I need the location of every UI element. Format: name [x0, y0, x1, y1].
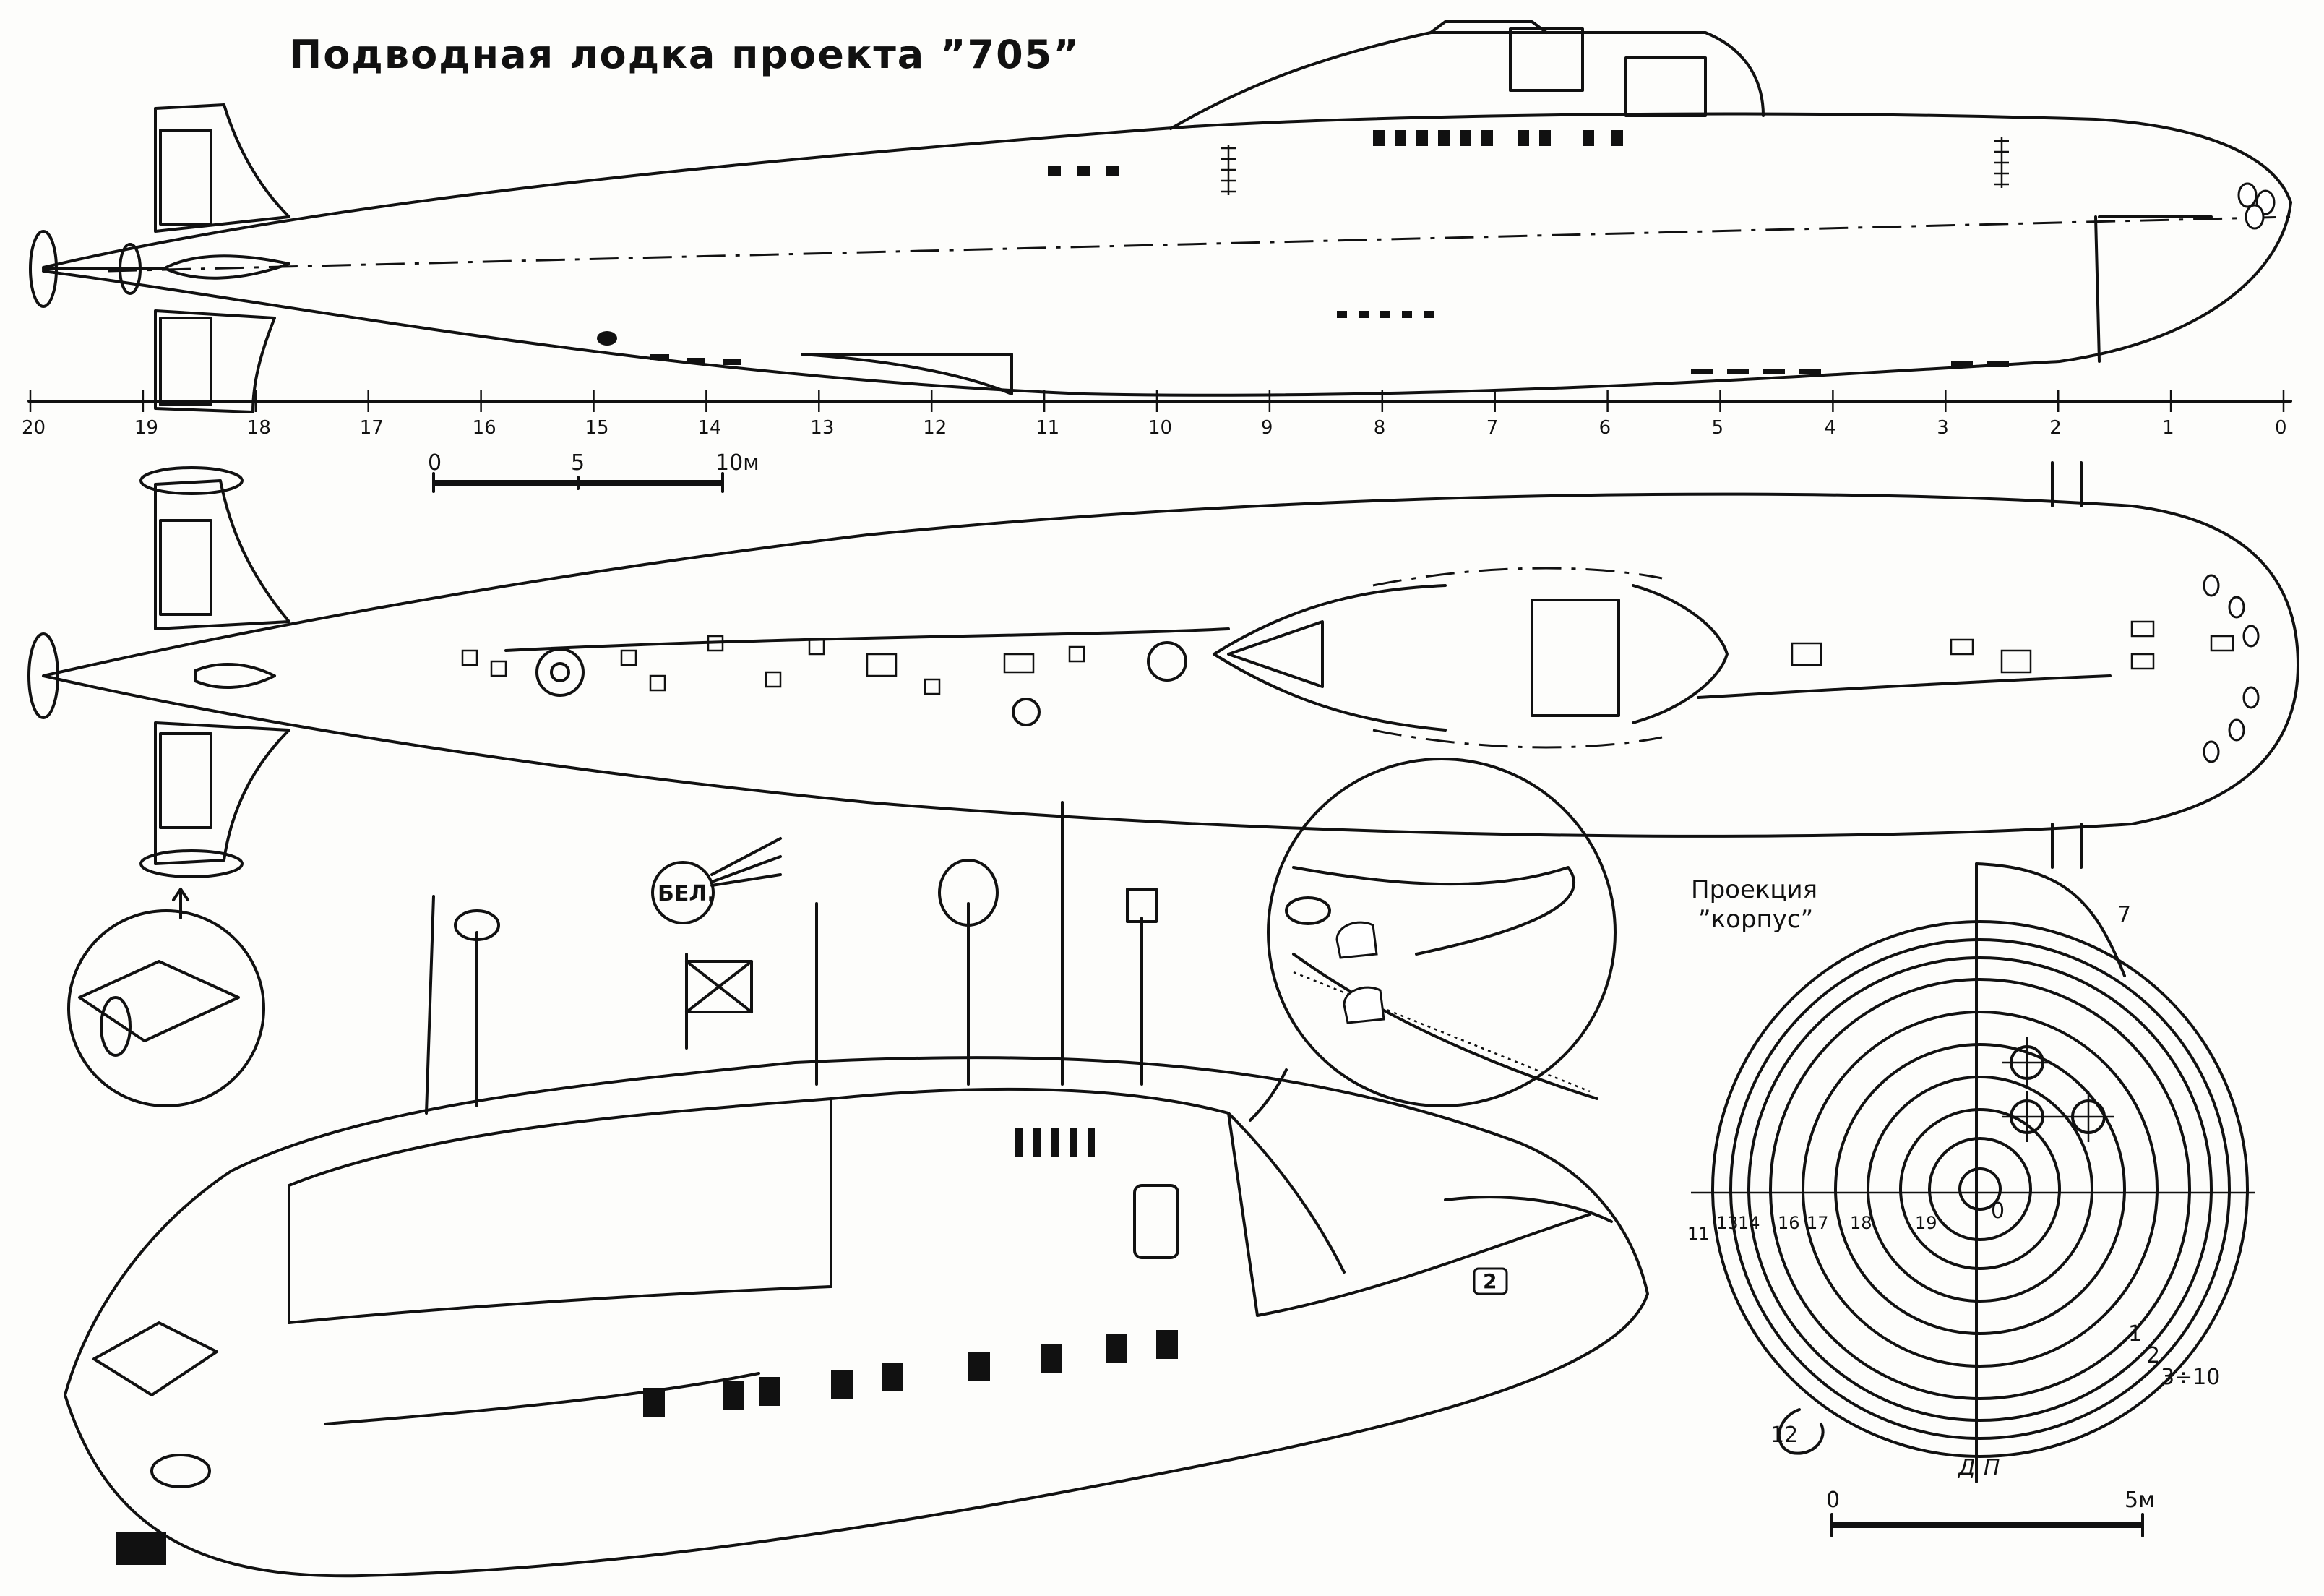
- frame-number-label: 5: [1712, 417, 1724, 439]
- body-plan-left-frame: 19: [1915, 1213, 1937, 1233]
- perspective-view: БЕЛ. 2: [64, 801, 1649, 1578]
- stern-fin-inset: [67, 888, 265, 1107]
- body-plan-left-frame: 13: [1716, 1213, 1739, 1233]
- centerline-label-d: Д: [1957, 1455, 1975, 1480]
- body-plan-left-frame: 11: [1687, 1224, 1710, 1244]
- frame-number-label: 9: [1261, 417, 1273, 439]
- body-plan-left-frame: 16: [1778, 1213, 1800, 1233]
- body-plan-heading-2: ”корпус”: [1698, 905, 1813, 934]
- frame-number-label: 3: [1937, 417, 1949, 439]
- frame-number-label: 12: [923, 417, 947, 439]
- frame-number-label: 13: [810, 417, 834, 439]
- frame-number-label: 2: [2049, 417, 2062, 439]
- frame-number-label: 11: [1036, 417, 1059, 439]
- body-plan-frame-2: 2: [2146, 1343, 2160, 1368]
- body-plan-frame-7: 7: [2117, 902, 2131, 927]
- frame-number-label: 6: [1599, 417, 1611, 439]
- body-plan-left-frame: 18: [1850, 1213, 1872, 1233]
- centerline-label-p: П: [1984, 1455, 2000, 1480]
- scale-label-10: 10м: [715, 450, 759, 476]
- top-scale-bar: 0 5 10м: [428, 450, 759, 493]
- body-plan-left-frame: 17: [1807, 1213, 1829, 1233]
- frame-number-label: 17: [360, 417, 384, 439]
- frame-number-label: 4: [1824, 417, 1836, 439]
- frame-number-label: 16: [473, 417, 496, 439]
- frame-number-label: 0: [2275, 417, 2287, 439]
- body-plan-heading-1: Проекция: [1691, 875, 1817, 904]
- hatch-detail-inset: [1249, 758, 1617, 1122]
- body-plan-frame-1: 1: [2128, 1321, 2142, 1347]
- frame-number-label: 14: [697, 417, 721, 439]
- frame-number-label: 7: [1486, 417, 1499, 439]
- bp-scale-0: 0: [1826, 1488, 1840, 1513]
- scale-label-5: 5: [571, 450, 585, 476]
- hatch-badge-label: 2: [1483, 1269, 1497, 1293]
- drawing-title: Подводная лодка проекта ”705”: [289, 32, 1080, 77]
- body-plan-center-label: 0: [1991, 1198, 2005, 1224]
- body-plan-left-frame: 14: [1738, 1213, 1760, 1233]
- scale-label-0: 0: [428, 450, 442, 476]
- body-plan-frame-12: 12: [1770, 1423, 1798, 1448]
- frame-number-label: 8: [1374, 417, 1386, 439]
- frame-number-label: 20: [22, 417, 46, 439]
- bel-label: БЕЛ.: [658, 881, 715, 906]
- bp-scale-5: 5м: [2125, 1488, 2155, 1513]
- frame-number-label: 19: [134, 417, 158, 439]
- body-plan-frame-3-10: 3÷10: [2161, 1365, 2220, 1390]
- frame-number-label: 18: [247, 417, 271, 439]
- frame-number-label: 1: [2162, 417, 2174, 439]
- plan-view: [27, 461, 2299, 878]
- frame-number-label: 15: [585, 417, 609, 439]
- frame-number-label: 10: [1148, 417, 1172, 439]
